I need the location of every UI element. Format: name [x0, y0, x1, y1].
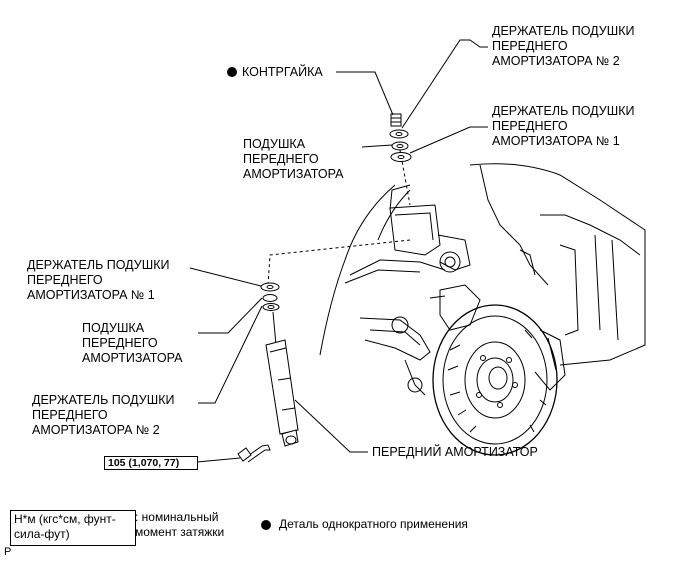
legend-desc-line: момент затяжки	[135, 525, 225, 539]
label-line: АМОРТИЗАТОРА № 1	[492, 134, 620, 148]
label-line: ПЕРЕДНЕГО	[82, 336, 158, 350]
non-reusable-bullet-icon	[227, 67, 237, 77]
torque-spec-box: 105 (1,070, 77)	[104, 456, 198, 470]
label-line: ДЕРЖАТЕЛЬ ПОДУШКИ	[27, 258, 170, 272]
label-line: АМОРТИЗАТОРА № 2	[492, 54, 620, 68]
legend-desc-line: : номинальный	[135, 510, 219, 524]
label-retainer-1-top: ДЕРЖАТЕЛЬ ПОДУШКИ ПЕРЕДНЕГО АМОРТИЗАТОРА…	[492, 104, 634, 149]
label-cushion-top: ПОДУШКА ПЕРЕДНЕГО АМОРТИЗАТОРА	[243, 137, 343, 182]
label-line: ДЕРЖАТЕЛЬ ПОДУШКИ	[492, 24, 635, 38]
legend-unit-description: : номинальный момент затяжки	[135, 510, 224, 540]
label-line: ПЕРЕДНЕГО	[27, 273, 103, 287]
label-line: ПОДУШКА	[82, 321, 145, 335]
label-line: АМОРТИЗАТОРА № 1	[27, 288, 155, 302]
legend-non-reusable: Деталь однократного применения	[279, 517, 468, 531]
label-line: АМОРТИЗАТОРА	[82, 351, 183, 365]
label-front-shock-absorber: ПЕРЕДНИЙ АМОРТИЗАТОР	[372, 445, 538, 459]
label-line: ПОДУШКА	[243, 137, 306, 151]
label-line: ПЕРЕДНЕГО	[492, 39, 568, 53]
label-retainer-2-left: ДЕРЖАТЕЛЬ ПОДУШКИ ПЕРЕДНЕГО АМОРТИЗАТОРА…	[32, 393, 174, 438]
label-locknut: КОНТРГАЙКА	[242, 65, 323, 79]
label-retainer-1-left: ДЕРЖАТЕЛЬ ПОДУШКИ ПЕРЕДНЕГО АМОРТИЗАТОРА…	[27, 258, 169, 303]
label-line: АМОРТИЗАТОРА	[243, 167, 344, 181]
label-line: ПЕРЕДНЕГО	[243, 152, 319, 166]
label-cushion-left: ПОДУШКА ПЕРЕДНЕГО АМОРТИЗАТОРА	[82, 321, 182, 366]
corner-mark: P	[4, 546, 12, 558]
label-line: АМОРТИЗАТОРА № 2	[32, 423, 160, 437]
label-line: ДЕРЖАТЕЛЬ ПОДУШКИ	[492, 104, 635, 118]
legend-unit-box: Н*м (кгс*см, фунт- сила-фут)	[10, 510, 136, 546]
legend-unit-line: Н*м (кгс*см, фунт-	[14, 512, 116, 526]
legend-unit-line: сила-фут)	[14, 527, 70, 541]
label-line: ПЕРЕДНЕГО	[32, 408, 108, 422]
non-reusable-legend-icon	[261, 520, 271, 530]
label-line: ДЕРЖАТЕЛЬ ПОДУШКИ	[32, 393, 175, 407]
label-line: ПЕРЕДНЕГО	[492, 119, 568, 133]
label-retainer-2-top: ДЕРЖАТЕЛЬ ПОДУШКИ ПЕРЕДНЕГО АМОРТИЗАТОРА…	[492, 24, 634, 69]
